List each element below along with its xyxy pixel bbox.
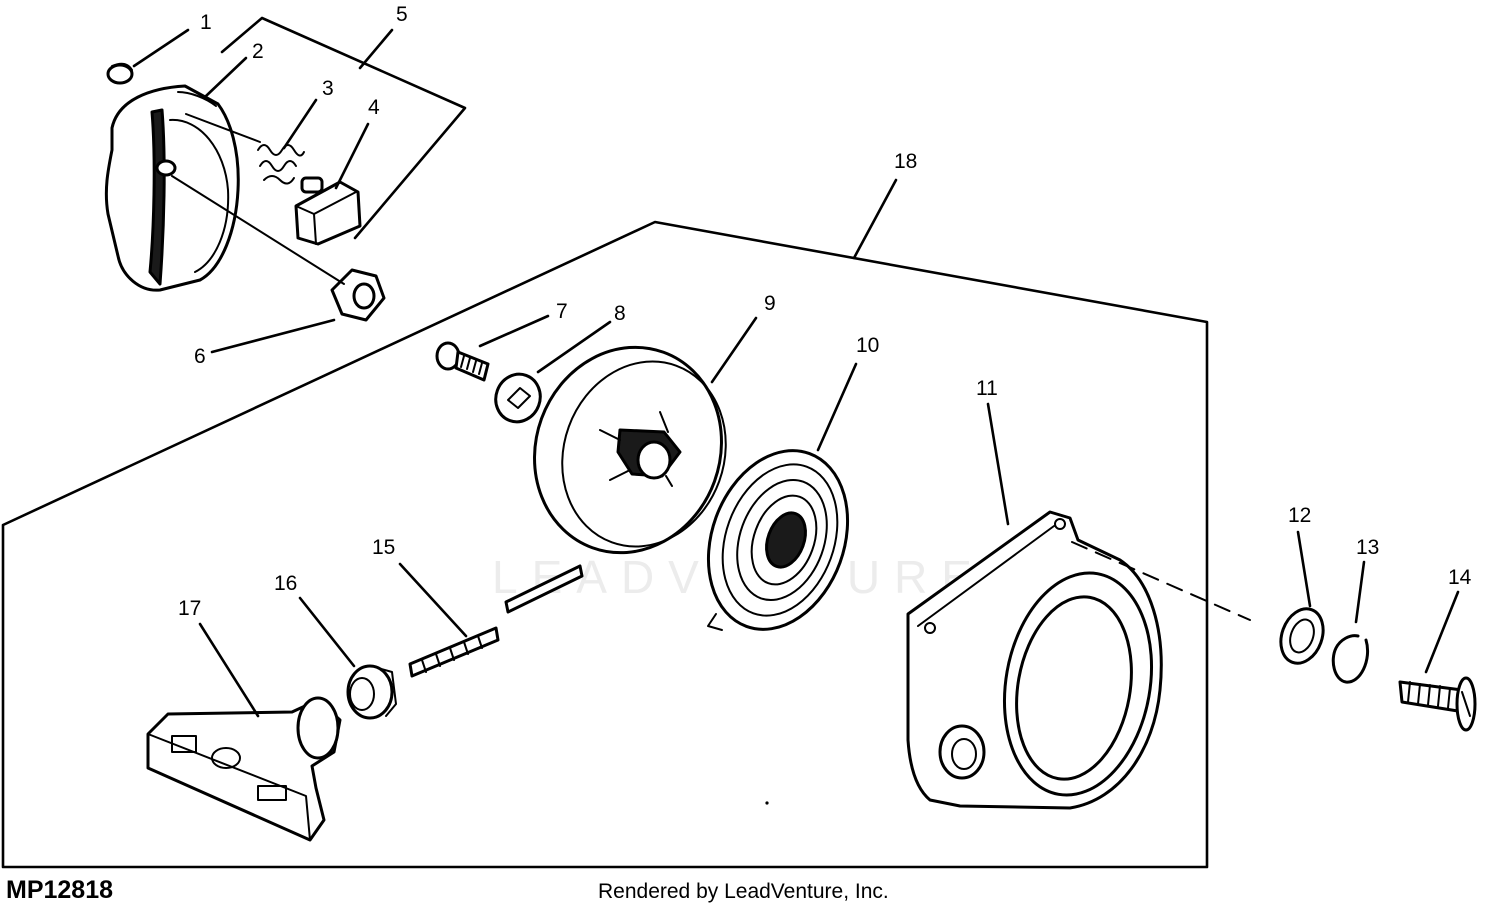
part-3-spring[interactable] xyxy=(257,144,305,185)
alignment-lines xyxy=(171,113,1251,621)
part-6-nut[interactable] xyxy=(330,268,386,322)
callout-13: 13 xyxy=(1356,536,1379,559)
part-14-screw[interactable] xyxy=(1398,676,1477,732)
callout-7: 7 xyxy=(556,300,568,323)
part-8-washer[interactable] xyxy=(489,368,547,428)
part-11-starter-housing[interactable] xyxy=(906,510,1168,810)
part-10-recoil-spring[interactable] xyxy=(685,431,872,649)
callout-14: 14 xyxy=(1448,566,1472,589)
callout-labels: 1 2 3 4 5 6 7 8 9 10 11 12 13 14 15 16 1… xyxy=(178,3,1472,620)
speck xyxy=(765,801,769,805)
callout-12: 12 xyxy=(1288,504,1311,527)
callout-1: 1 xyxy=(200,11,212,34)
callout-10: 10 xyxy=(856,334,879,357)
part-2-housing[interactable] xyxy=(104,84,240,292)
callout-2: 2 xyxy=(252,40,264,63)
leader-lines xyxy=(132,28,1460,718)
part-4-pawl[interactable] xyxy=(294,176,362,246)
callout-5: 5 xyxy=(396,3,408,26)
callout-9: 9 xyxy=(764,292,776,315)
render-credit: Rendered by LeadVenture, Inc. xyxy=(598,880,889,903)
part-1-clip[interactable] xyxy=(106,62,134,85)
part-7-screw[interactable] xyxy=(435,341,490,382)
callout-16: 16 xyxy=(274,572,297,595)
part-13-retaining-ring[interactable] xyxy=(1331,634,1369,684)
callout-18: 18 xyxy=(894,150,917,173)
part-17-handle[interactable] xyxy=(146,696,342,842)
callout-8: 8 xyxy=(614,302,626,325)
part-16-grommet[interactable] xyxy=(346,664,397,720)
callout-6: 6 xyxy=(194,345,206,368)
callout-4: 4 xyxy=(368,96,380,119)
callout-11: 11 xyxy=(976,377,998,400)
part-12-washer[interactable] xyxy=(1274,603,1331,669)
part-15-rope[interactable] xyxy=(408,564,584,678)
callout-15: 15 xyxy=(372,536,395,559)
callout-3: 3 xyxy=(322,77,334,100)
assembly-18-frame xyxy=(1,220,1209,869)
part-9-pulley[interactable] xyxy=(506,321,751,579)
callout-17: 17 xyxy=(178,597,201,620)
figure-id: MP12818 xyxy=(6,876,114,904)
